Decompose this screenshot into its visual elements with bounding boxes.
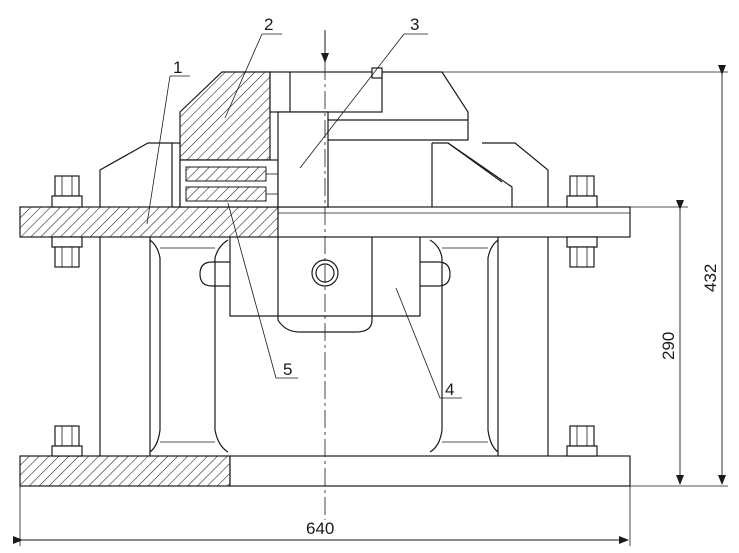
bolt-bottom-left [51, 425, 83, 457]
right-support-column [429, 237, 549, 456]
leader-lines [146, 33, 462, 399]
part-2-block [171, 71, 271, 208]
dimension-height-overall-label: 432 [701, 264, 720, 292]
part-3-wedge [269, 67, 513, 208]
dimension-height-plate-label: 290 [659, 332, 678, 360]
dimension-height-plate [630, 200, 688, 485]
callout-3: 3 [410, 15, 419, 34]
bolt-top-left [51, 175, 83, 268]
dimension-width-label: 640 [306, 519, 334, 538]
part-5-shims [179, 159, 279, 208]
left-support-column [99, 237, 229, 456]
callout-4: 4 [445, 380, 454, 399]
dimension-width [13, 486, 631, 546]
bolt-top-right [566, 175, 598, 268]
dimension-height-overall [382, 65, 728, 487]
base-plate [19, 455, 631, 487]
side-housing [99, 142, 549, 207]
callout-1: 1 [173, 58, 182, 77]
bolt-bottom-right [566, 425, 598, 457]
callout-2: 2 [264, 15, 273, 34]
callout-5: 5 [283, 360, 292, 379]
